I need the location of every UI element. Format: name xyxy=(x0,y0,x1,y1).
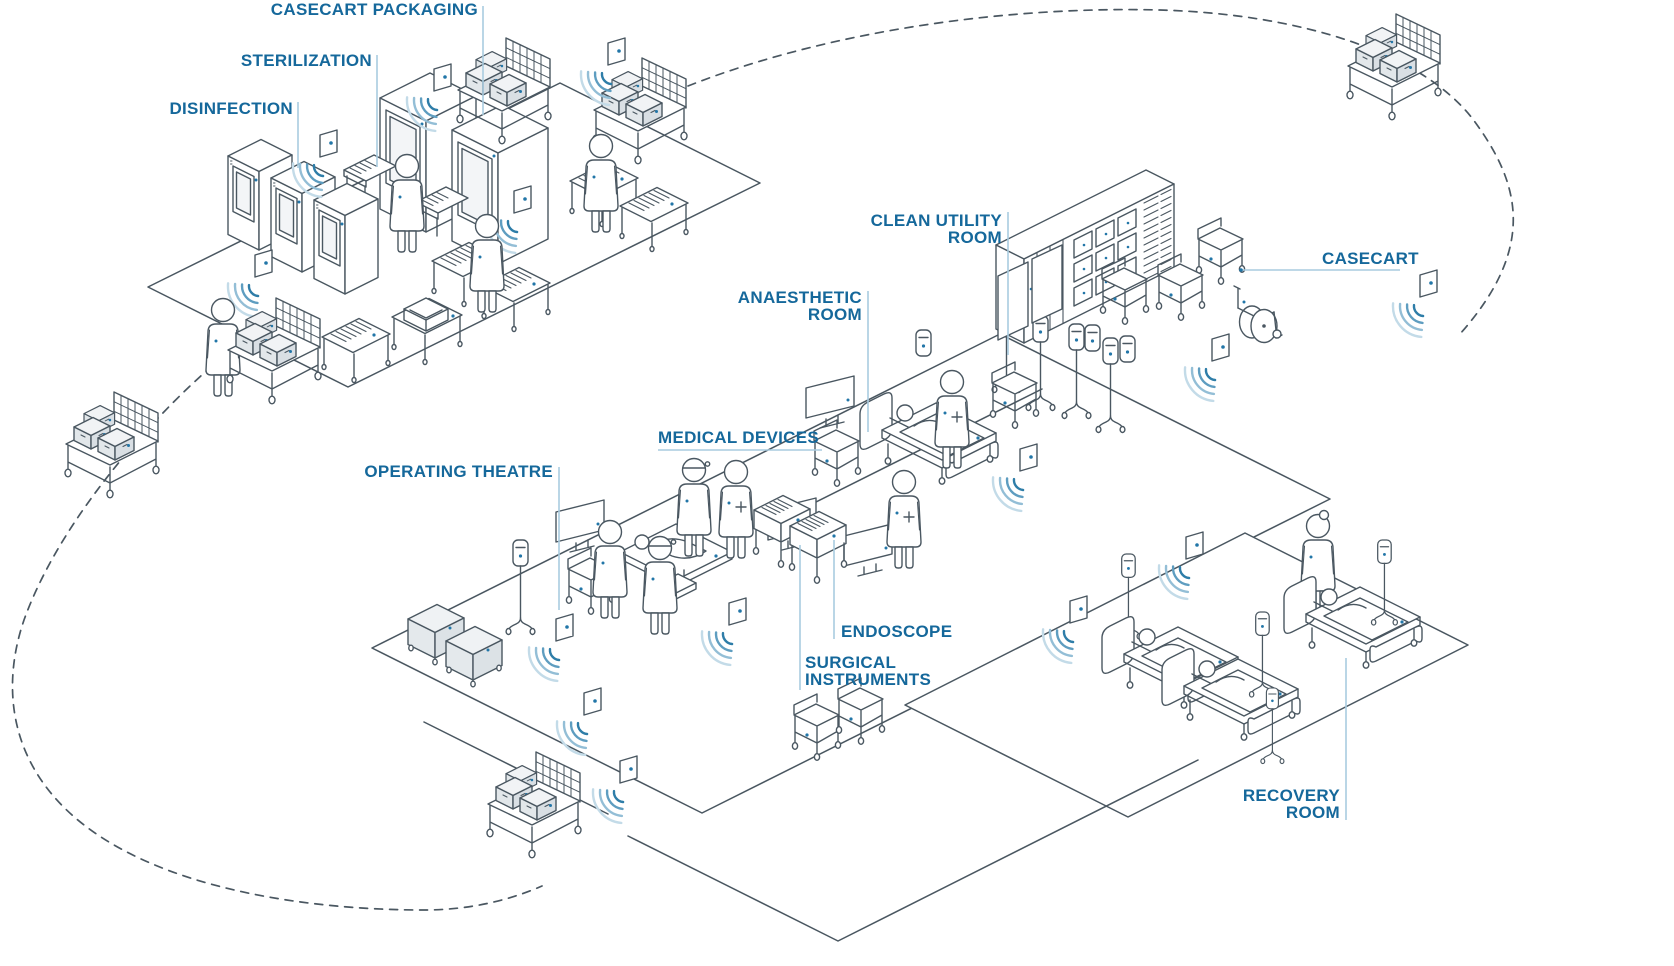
label-surgical-instruments: SURGICAL xyxy=(805,653,896,672)
label-anaesthetic-room: ANAESTHETIC xyxy=(738,288,862,307)
leader-casecart-dot xyxy=(1239,268,1243,272)
wall-panel xyxy=(997,261,1029,341)
label-sterilization: STERILIZATION xyxy=(241,51,372,70)
disinfector-machine xyxy=(313,182,379,295)
label-operating-theatre: OPERATING THEATRE xyxy=(364,462,553,481)
device-badge xyxy=(915,329,932,357)
label-disinfection: DISINFECTION xyxy=(169,99,293,118)
rfid-antenna-icon xyxy=(1185,334,1229,401)
casecart-trolley xyxy=(1195,217,1246,285)
leader-lines xyxy=(297,6,1400,820)
label-casecart: CASECART xyxy=(1322,249,1419,268)
label-endoscope: ENDOSCOPE xyxy=(841,622,952,641)
label-recovery-room: RECOVERY xyxy=(1243,786,1341,805)
label-casecart-packaging: CASECART PACKAGING xyxy=(271,0,478,19)
floor-apron-line xyxy=(627,759,1199,942)
wall-panel xyxy=(1031,244,1063,324)
wheelchair xyxy=(1233,285,1283,344)
route-segment-top-right xyxy=(687,8,1515,335)
device-badge xyxy=(1119,335,1136,363)
label-clean-utility-room-2: ROOM xyxy=(948,228,1002,247)
casecart-route-dashed-path xyxy=(11,8,1515,911)
label-surgical-instruments-2: INSTRUMENTS xyxy=(805,670,931,689)
operating-suite-floor xyxy=(371,333,1331,814)
label-recovery-room-2: ROOM xyxy=(1286,803,1340,822)
casecart-on-route xyxy=(487,752,581,858)
label-anaesthetic-room-2: ROOM xyxy=(808,305,862,324)
casecart-on-route xyxy=(65,392,159,498)
label-clean-utility-room: CLEAN UTILITY xyxy=(871,211,1003,230)
casecart-on-route xyxy=(1347,14,1441,120)
labels: DISINFECTION STERILIZATION CASECART PACK… xyxy=(169,0,1419,822)
rfid-antenna-icon xyxy=(1393,270,1437,337)
route-segment-bottom-left xyxy=(11,365,543,911)
device-badge xyxy=(1084,324,1101,352)
label-medical-devices: MEDICAL DEVICES xyxy=(658,428,819,447)
